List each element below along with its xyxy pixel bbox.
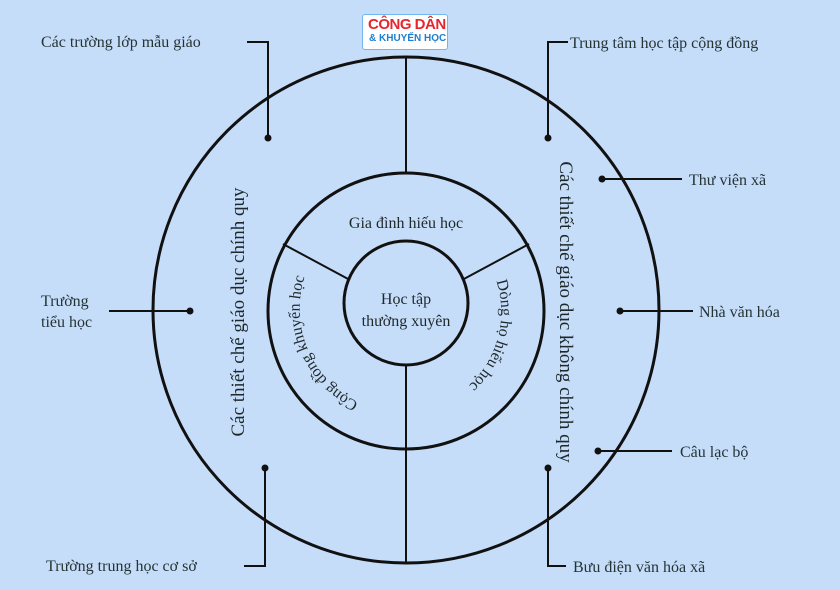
- label-community-center: Trung tâm học tập cộng đồng: [570, 35, 758, 52]
- logo-bottom-text: & KHUYẾN HỌC: [369, 33, 447, 44]
- nonformal-institutions-label: Các thiết chế giáo dục không chính quy: [555, 161, 576, 463]
- segment-community: Cộng đồng khuyến học: [287, 273, 361, 414]
- label-library: Thư viện xã: [689, 172, 766, 189]
- leader-kindergarten: [247, 41, 269, 138]
- formal-institutions-label: Các thiết chế giáo dục chính quy: [228, 187, 249, 437]
- dot-community-center: [544, 134, 552, 142]
- label-post-office: Bưu điện văn hóa xã: [573, 559, 705, 576]
- label-secondary: Trường trung học cơ sở: [46, 558, 197, 575]
- label-primary-line2: tiểu học: [41, 314, 92, 331]
- dot-kindergarten: [264, 134, 272, 142]
- leader-post-office: [547, 468, 566, 567]
- leader-community-center: [547, 41, 568, 138]
- segment-clan-text: Dòng họ hiếu học: [466, 278, 514, 396]
- label-culture-house: Nhà văn hóa: [699, 304, 780, 321]
- logo-top-text: CÔNG DÂN: [368, 16, 446, 33]
- segment-community-text: Cộng đồng khuyến học: [287, 273, 361, 414]
- logo: CÔNG DÂN & KHUYẾN HỌC: [362, 14, 448, 50]
- dot-culture-house: [616, 307, 624, 315]
- leader-secondary: [244, 468, 266, 567]
- center-line1: Học tập: [381, 291, 431, 308]
- right-spoke: [461, 243, 530, 281]
- left-spoke: [282, 243, 351, 281]
- segment-clan: Dòng họ hiếu học: [466, 278, 514, 396]
- label-club: Câu lạc bộ: [680, 444, 748, 461]
- dot-secondary: [261, 464, 269, 472]
- label-primary-line1: Trường: [41, 293, 89, 310]
- dot-primary: [186, 307, 194, 315]
- segment-family: Gia đình hiếu học: [349, 215, 463, 232]
- label-kindergarten: Các trường lớp mẫu giáo: [41, 34, 201, 51]
- center-line2: thường xuyên: [362, 313, 451, 330]
- dot-club: [594, 447, 602, 455]
- dot-library: [598, 175, 606, 183]
- dot-post-office: [544, 464, 552, 472]
